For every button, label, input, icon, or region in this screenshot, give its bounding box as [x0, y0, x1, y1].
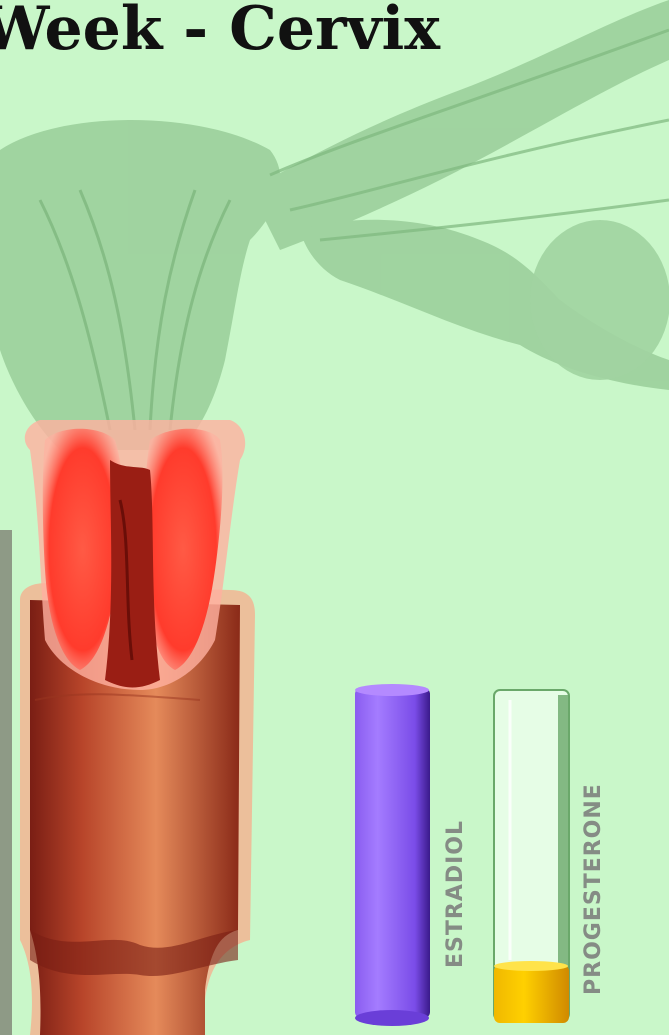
estradiol-tube [355, 684, 430, 1026]
estradiol-label: ESTRADIOL [443, 820, 468, 968]
left-edge-bar [0, 530, 12, 1035]
progesterone-label: PROGESTERONE [581, 783, 606, 995]
progesterone-tube [494, 690, 569, 1023]
